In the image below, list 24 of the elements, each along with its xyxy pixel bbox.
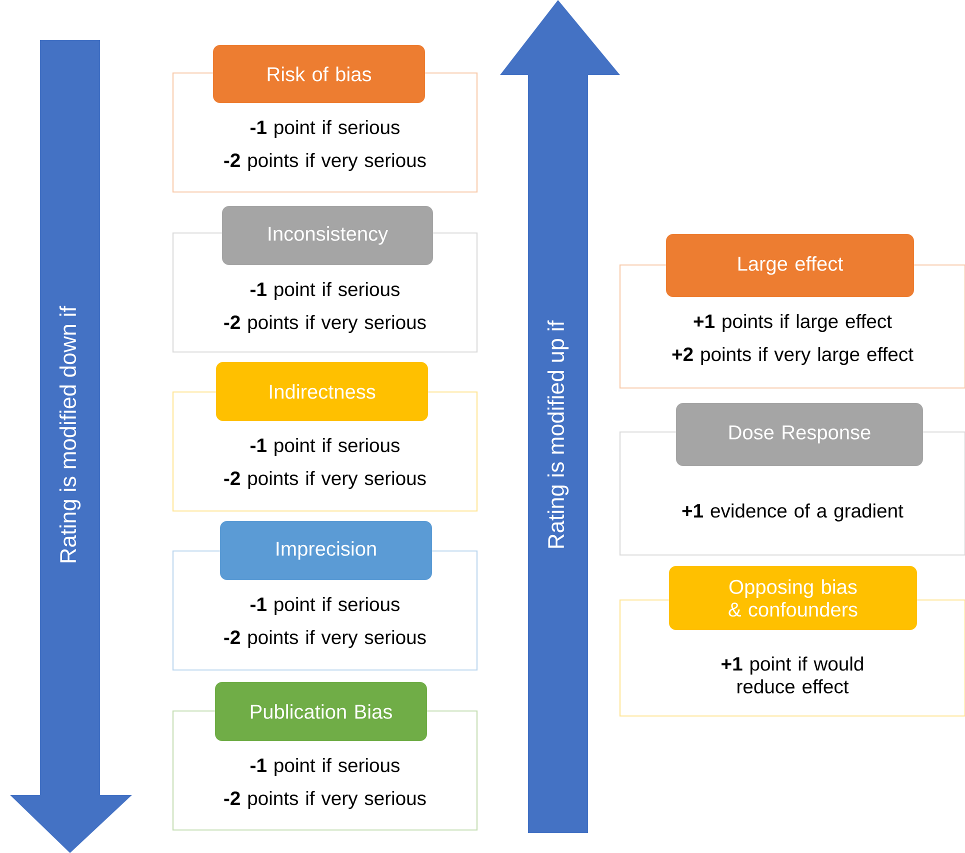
arrow-label: Rating is modified up if xyxy=(547,320,569,548)
header-tab: Inconsistency xyxy=(222,206,433,265)
body-text: -1 point if serious xyxy=(250,596,400,615)
body-text: +1 point if would reduce effect xyxy=(722,656,863,694)
body-text: -2 points if very serious xyxy=(224,152,426,171)
header-tab: Risk of bias xyxy=(213,45,425,103)
header-tab: Indirectness xyxy=(216,362,428,421)
body-text: -1 point if serious xyxy=(250,120,400,138)
body-text: +1 points if large effect xyxy=(694,314,892,332)
header-tab: Imprecision xyxy=(220,520,432,580)
header-tab: Opposing bias & confounders xyxy=(669,566,917,630)
header-tab: Publication Bias xyxy=(215,682,427,741)
body-text: -2 points if very serious xyxy=(224,630,426,648)
header-tab: Dose Response xyxy=(676,402,923,466)
body-text: -1 point if serious xyxy=(250,438,400,456)
header-tab: Large effect xyxy=(666,234,914,297)
arrow-label: Rating is modified down if xyxy=(59,306,81,562)
body-text: -2 points if very serious xyxy=(224,314,426,333)
body-text: -1 point if serious xyxy=(250,758,400,776)
body-text: -2 points if very serious xyxy=(224,470,426,489)
body-text: -2 points if very serious xyxy=(224,790,426,809)
body-text: +2 points if very large effect xyxy=(672,346,914,365)
body-text: -1 point if serious xyxy=(250,282,400,300)
body-text: +1 evidence of a gradient xyxy=(682,503,904,522)
